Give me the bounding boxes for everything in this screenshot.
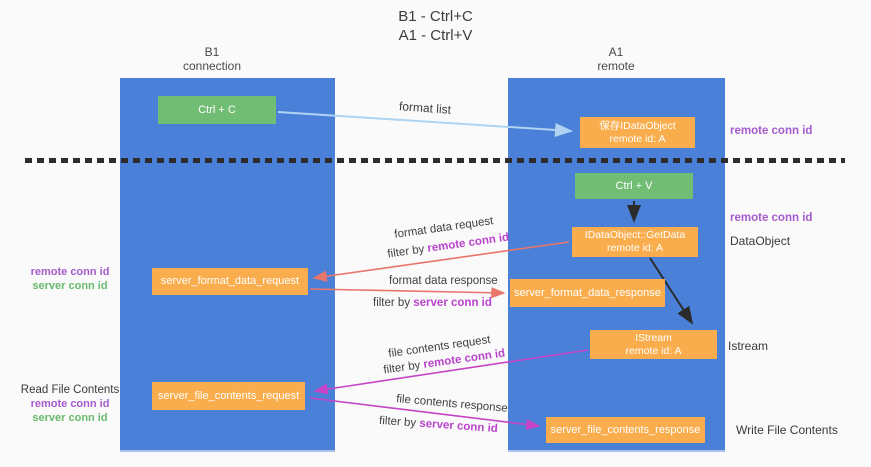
node-format-response-label: server_format_data_response <box>514 286 661 299</box>
node-file-request-label: server_file_contents_request <box>157 389 300 402</box>
node-istream: IStream remote id: A <box>590 330 717 359</box>
label-left-remote-conn-id-2: remote conn id <box>30 398 110 410</box>
column-a1-name: A1 <box>608 45 624 59</box>
annotation-filter-by-server-2: filter by server conn id <box>379 414 499 436</box>
title-line-2: A1 - Ctrl+V <box>398 27 473 44</box>
node-server-format-data-request: server_format_data_request <box>152 268 308 295</box>
annotation-file-contents-response: file contents response <box>395 393 509 415</box>
annotation-format-list: format list <box>398 99 452 117</box>
node-save-dataobject-line2: remote id: A <box>609 132 666 145</box>
column-header-a1: A1 remote <box>556 45 676 73</box>
node-idataobject-getdata: IDataObject::GetData remote id: A <box>572 227 698 257</box>
label-left-server-conn-id-1: server conn id <box>32 280 108 292</box>
annotation-filter-by-server-1: filter by server conn id <box>373 296 492 310</box>
column-b1-name: B1 <box>204 45 220 59</box>
node-getdata-line1: IDataObject::GetData <box>584 229 686 241</box>
node-istream-line1: IStream <box>635 331 672 344</box>
node-ctrl-v-label: Ctrl + V <box>615 179 653 192</box>
label-left-remote-conn-id-1: remote conn id <box>30 266 110 278</box>
label-write-file-contents: Write File Contents <box>736 423 838 437</box>
node-file-response-label: server_file_contents_response <box>550 423 701 436</box>
label-read-file-contents: Read File Contents <box>20 384 120 396</box>
column-header-b1: B1 connection <box>152 45 272 73</box>
node-save-dataobject-line1: 保存IDataObject <box>599 119 676 132</box>
node-getdata-line2: remote id: A <box>606 242 664 254</box>
left-conn-id-group-top: remote conn id server conn id <box>15 265 125 293</box>
server-conn-id-text: server conn id <box>413 297 492 309</box>
diagram-title: B1 - Ctrl+C A1 - Ctrl+V <box>0 7 871 45</box>
server-conn-id-text: server conn id <box>418 417 499 436</box>
column-a1-role: remote <box>597 59 635 73</box>
label-remote-conn-id-mid: remote conn id <box>730 212 813 224</box>
annotation-format-data-response: format data response <box>389 275 498 287</box>
arrow-format-data-response <box>309 287 506 299</box>
node-ctrl-v: Ctrl + V <box>575 173 693 199</box>
node-istream-line2: remote id: A <box>625 344 682 357</box>
node-server-file-contents-response: server_file_contents_response <box>546 417 705 443</box>
label-left-server-conn-id-2: server conn id <box>32 412 108 424</box>
title-line-1: B1 - Ctrl+C <box>398 8 473 25</box>
node-ctrl-c: Ctrl + C <box>158 96 276 124</box>
column-b1-role: connection <box>182 59 242 73</box>
node-format-request-label: server_format_data_request <box>160 275 300 287</box>
node-ctrl-c-label: Ctrl + C <box>198 103 236 116</box>
phase-divider-dashed-line <box>25 158 845 163</box>
label-istream: Istream <box>728 339 769 353</box>
left-conn-id-group-bottom: Read File Contents remote conn id server… <box>15 383 125 425</box>
node-server-file-contents-request: server_file_contents_request <box>152 382 305 410</box>
label-remote-conn-id-top: remote conn id <box>730 125 813 137</box>
filter-by-text: filter by <box>382 358 425 377</box>
filter-by-text: filter by <box>373 297 414 309</box>
label-dataobject: DataObject <box>730 234 791 248</box>
filter-by-text: filter by <box>386 242 429 261</box>
node-save-dataobject: 保存IDataObject remote id: A <box>580 117 695 148</box>
filter-by-text: filter by <box>378 414 420 430</box>
node-server-format-data-response: server_format_data_response <box>510 279 665 307</box>
